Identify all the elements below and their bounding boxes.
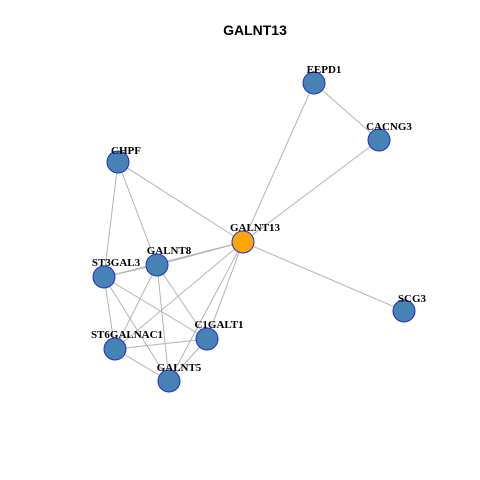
node-label-chpf: CHPF: [111, 145, 141, 157]
node-layer: [92, 71, 416, 393]
node-c1galt1[interactable]: [195, 327, 219, 351]
node-label-c1galt1: C1GALT1: [194, 319, 243, 331]
edge-galnt8-galnt5: [156, 264, 170, 382]
edge-chpf-galnt13: [117, 161, 244, 243]
edge-galnt13-st3gal3: [103, 241, 244, 278]
edge-st3gal3-c1galt1: [103, 276, 208, 340]
node-label-st6galnac1: ST6GALNAC1: [91, 329, 163, 341]
node-label-galnt8: GALNT8: [147, 245, 192, 257]
edge-st6galnac1-c1galt1: [114, 338, 208, 350]
node-label-st3gal3: ST3GAL3: [92, 257, 141, 269]
edge-st3gal3-st6galnac1: [103, 276, 116, 350]
node-label-cacng3: CACNG3: [366, 121, 412, 133]
edge-galnt8-c1galt1: [156, 264, 208, 340]
node-st3gal3[interactable]: [92, 265, 116, 289]
edge-st3gal3-galnt5: [103, 276, 170, 382]
node-label-scg3: SCG3: [398, 293, 427, 305]
node-chpf[interactable]: [106, 150, 130, 174]
edge-galnt13-scg3: [242, 241, 405, 312]
edge-eepd1-cacng3: [313, 82, 380, 141]
node-galnt8[interactable]: [145, 253, 169, 277]
node-galnt13[interactable]: [231, 230, 255, 254]
edge-chpf-galnt8: [117, 161, 158, 266]
graph-title: GALNT13: [223, 22, 287, 38]
edge-galnt8-st6galnac1: [114, 264, 158, 350]
edge-galnt13-c1galt1: [206, 241, 244, 340]
node-galnt5[interactable]: [157, 369, 181, 393]
node-cacng3[interactable]: [367, 128, 391, 152]
node-st6galnac1[interactable]: [103, 337, 127, 361]
node-scg3[interactable]: [392, 299, 416, 323]
node-label-galnt13: GALNT13: [230, 222, 281, 234]
node-label-eepd1: EEPD1: [307, 64, 342, 76]
edge-galnt13-galnt5: [168, 241, 244, 382]
edge-chpf-st3gal3: [103, 161, 119, 278]
edge-galnt13-st6galnac1: [114, 241, 244, 350]
edge-cacng3-galnt13: [242, 139, 380, 243]
node-label-galnt5: GALNT5: [157, 362, 202, 374]
edge-eepd1-galnt13: [242, 82, 315, 243]
node-eepd1[interactable]: [302, 71, 326, 95]
